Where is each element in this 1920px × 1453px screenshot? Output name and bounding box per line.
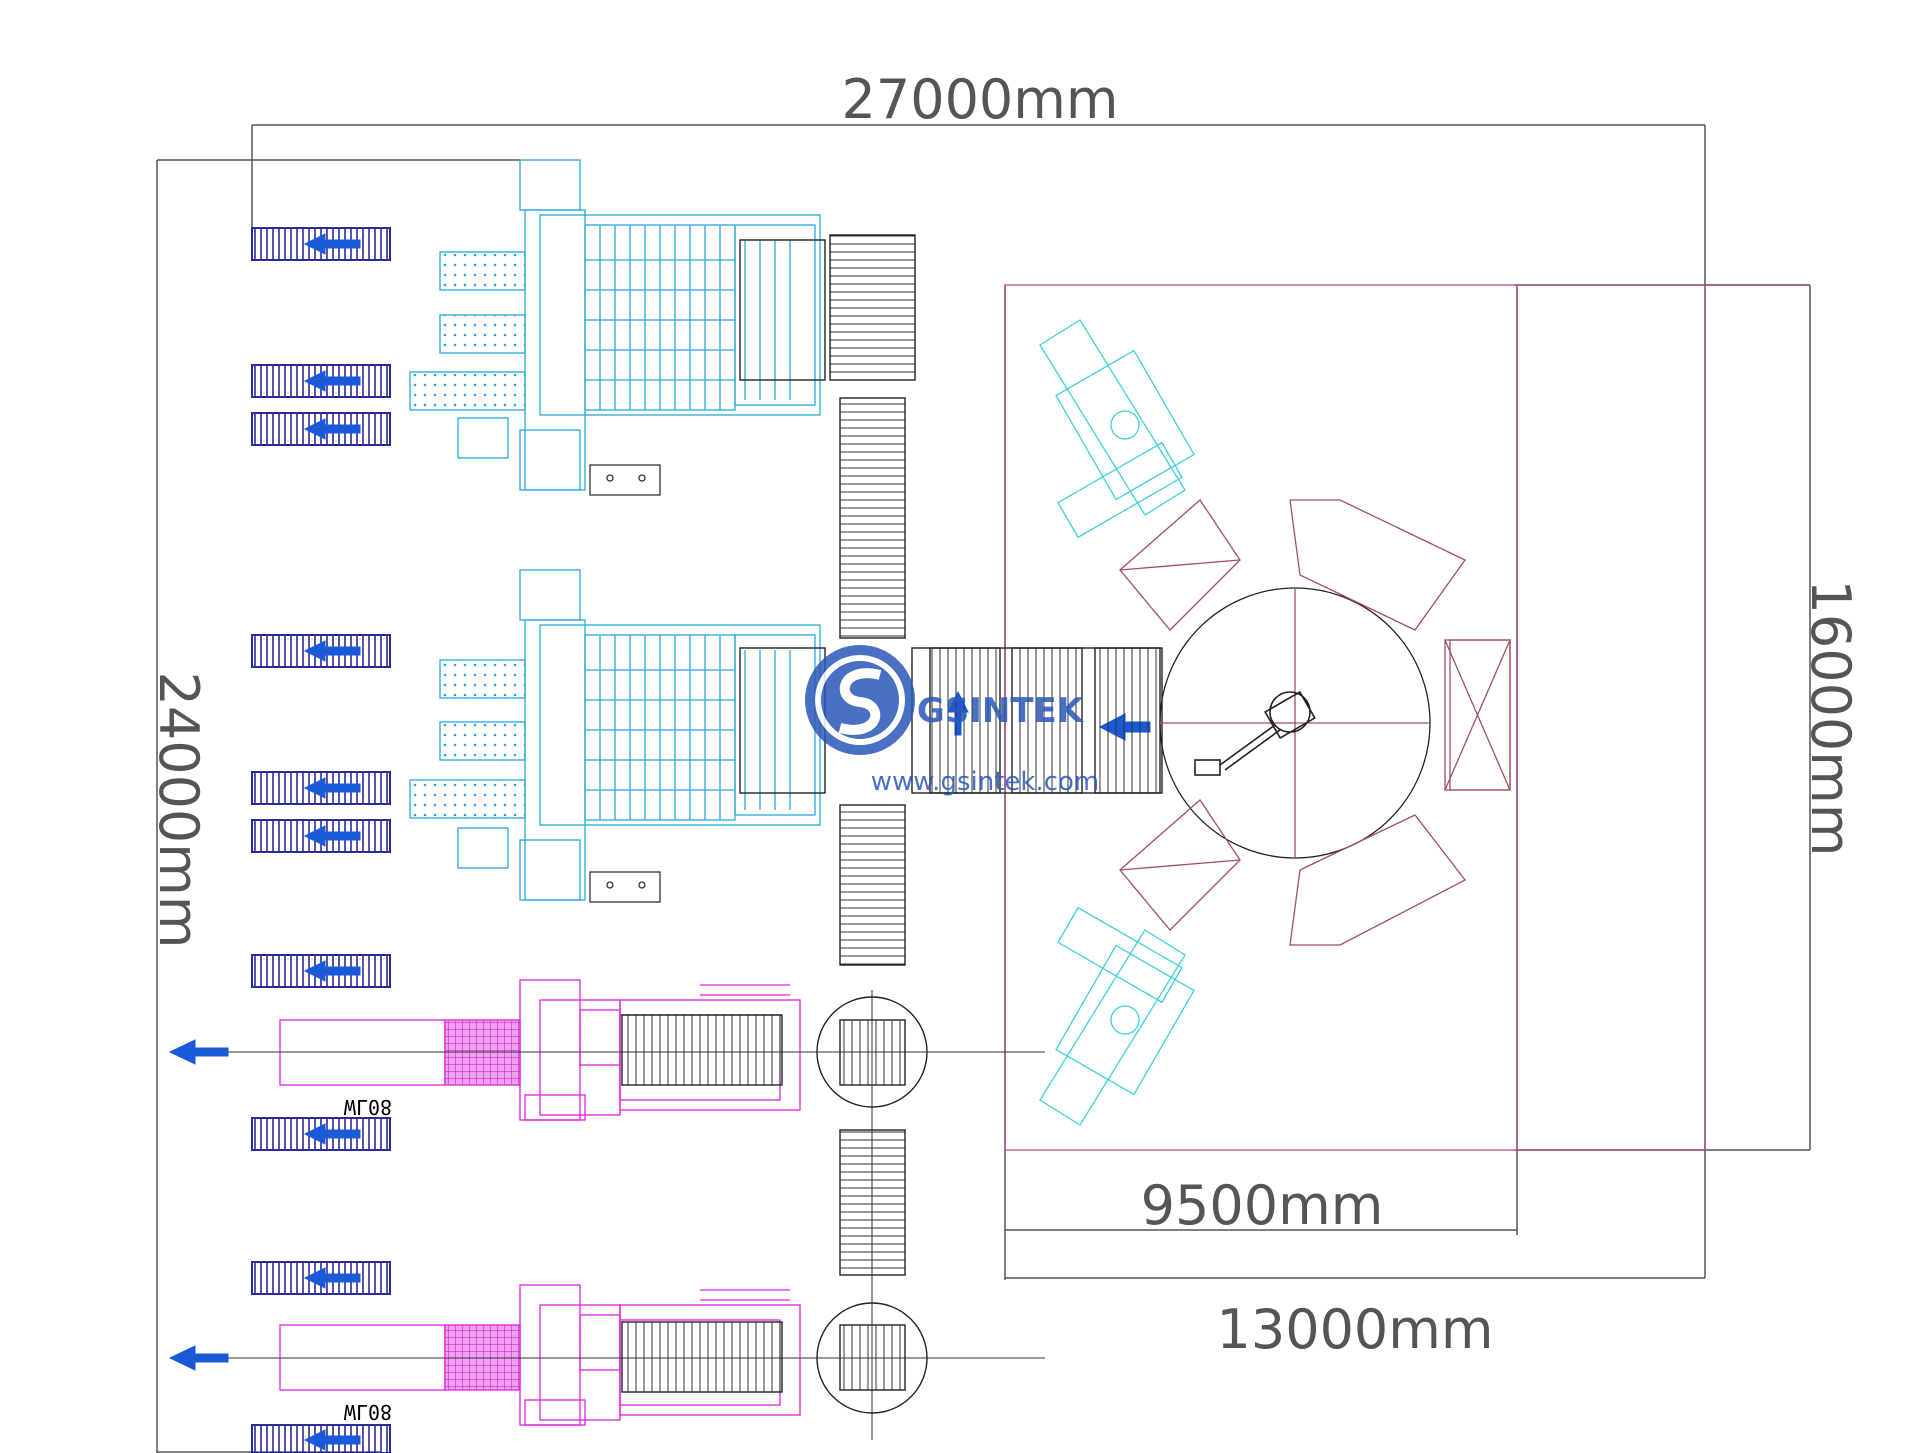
robot-cell-boundary [1004,284,1810,1151]
left-arrow-icon [303,1429,361,1451]
left-arrow-icon [303,777,361,799]
turntables [816,996,928,1414]
left-arrow-icon [303,825,361,847]
left-arrow-icon [303,370,361,392]
output-arrow-icon [168,1345,229,1371]
bundle-racks [251,227,391,1453]
logo-wordmark: GSINTEK [917,691,1085,731]
left-arrow-icon [303,960,361,982]
wire-machine-lower [409,569,821,903]
company-logo: GSINTEK www.gsintek.com [805,645,1099,797]
dimension-total-height: 24000mm [147,672,210,949]
left-arrow-icon [303,1267,361,1289]
wire-machine-upper [409,159,821,496]
fixture-lower [1039,906,1195,1126]
left-arrow-icon [303,418,361,440]
logo-url: www.gsintek.com [871,767,1099,797]
dimension-cell-width: 13000mm [1217,1298,1494,1361]
dimension-total-width: 27000mm [842,68,1119,131]
main-conveyor [739,234,1163,1276]
fixture-upper [1039,319,1195,539]
dimension-inner-width: 9500mm [1141,1174,1384,1237]
turntable [816,1302,928,1414]
bundle-rack [251,364,391,398]
turntable [816,996,928,1108]
station-label-lower: WL08 [344,1400,392,1424]
left-arrow-icon [303,1123,361,1145]
dimension-cell-height: 16000mm [1799,580,1862,857]
output-arrow-icon [168,1039,229,1065]
mesh-conveyors [621,1014,783,1393]
robot-welding-cell [1119,499,1511,946]
station-label-upper: WL08 [344,1095,392,1119]
left-arrow-icon [303,233,361,255]
left-arrow-icon [303,640,361,662]
robot-arm [1194,690,1316,776]
